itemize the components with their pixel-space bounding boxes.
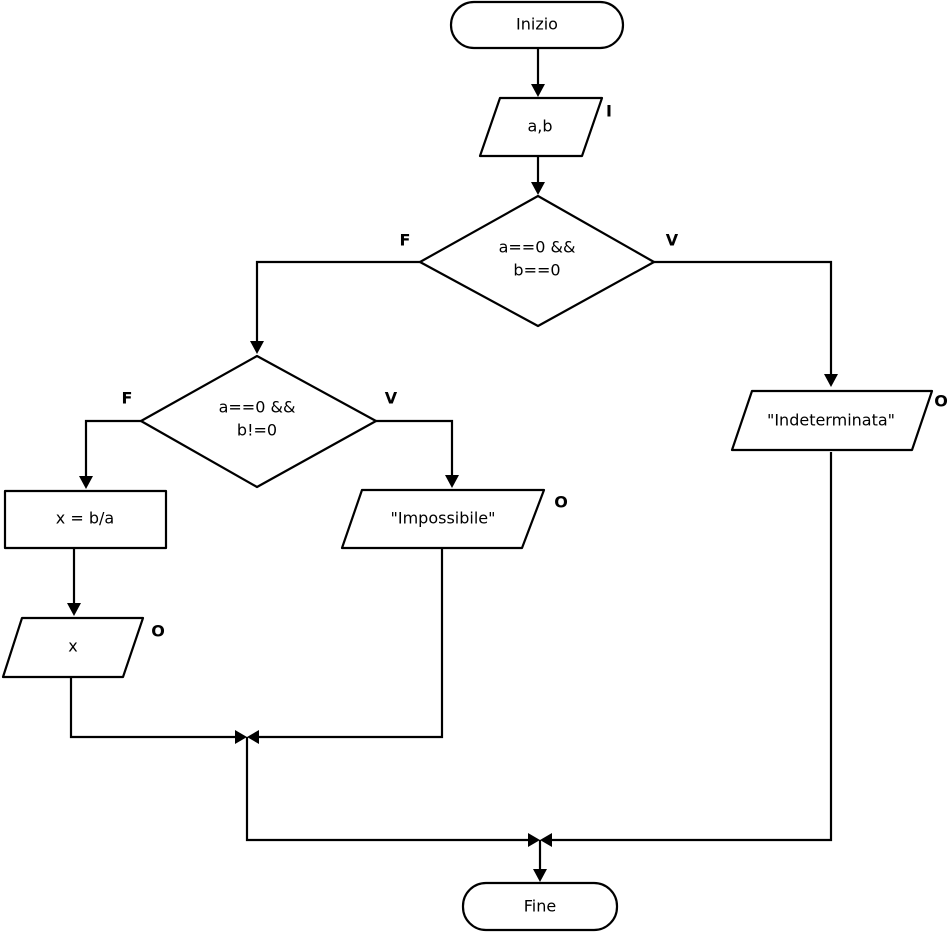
decision1-false-tag: F <box>400 231 411 250</box>
end-label: Fine <box>524 897 556 916</box>
arrowhead-icon <box>445 475 459 488</box>
decision1-true-tag: V <box>666 231 679 250</box>
decision-node-1: a==0 && b==0 F V <box>400 194 679 328</box>
edge-decision1-false <box>255 260 420 343</box>
edge-impossibile-merge <box>258 548 444 739</box>
input-node: a,b I <box>478 96 612 158</box>
end-node: Fine <box>461 881 619 932</box>
arrowhead-icon <box>235 730 247 744</box>
edge-decision1-true <box>654 260 833 376</box>
impossibile-label: "Impossibile" <box>391 509 496 528</box>
arrowhead-icon <box>531 182 545 195</box>
arrowhead-icon <box>79 476 93 489</box>
input-label: a,b <box>527 117 552 136</box>
edge-merge1-merge2 <box>245 737 529 842</box>
impossibile-output-tag: O <box>554 493 568 512</box>
start-label: Inizio <box>516 15 558 34</box>
edge-decision2-true <box>376 419 454 477</box>
arrowhead-icon <box>67 603 81 616</box>
arrowhead-icon <box>250 341 264 354</box>
decision1-label-line2: b==0 <box>513 261 560 280</box>
arrowhead-icon <box>533 869 547 882</box>
indeterminata-label: "Indeterminata" <box>767 411 895 430</box>
process-label: x = b/a <box>56 509 114 528</box>
x-output-label: x <box>68 637 77 656</box>
decision2-label-line1: a==0 && <box>219 398 296 417</box>
decision2-true-tag: V <box>385 389 398 408</box>
decision2-label-line2: b!=0 <box>237 421 277 440</box>
arrowhead-icon <box>247 730 259 744</box>
decision2-false-tag: F <box>122 389 133 408</box>
edge-decision2-false <box>84 419 141 478</box>
impossibile-output-node: "Impossibile" O <box>340 488 568 550</box>
edge-indeterminata-merge <box>551 452 833 842</box>
arrowhead-icon <box>531 84 545 97</box>
x-output-tag: O <box>151 622 165 641</box>
arrowhead-icon <box>528 833 540 847</box>
process-node: x = b/a <box>3 489 168 550</box>
arrowhead-icon <box>824 374 838 387</box>
input-tag: I <box>606 102 612 121</box>
indeterminata-output-tag: O <box>934 392 948 411</box>
decision1-label-line1: a==0 && <box>499 238 576 257</box>
edge-output-x-merge <box>69 678 236 739</box>
connectors <box>67 48 838 882</box>
x-output-node: x O <box>1 616 165 679</box>
arrowhead-icon <box>540 833 552 847</box>
start-node: Inizio <box>449 0 625 50</box>
decision-node-2: a==0 && b!=0 F V <box>122 354 398 489</box>
indeterminata-output-node: "Indeterminata" O <box>730 389 948 452</box>
